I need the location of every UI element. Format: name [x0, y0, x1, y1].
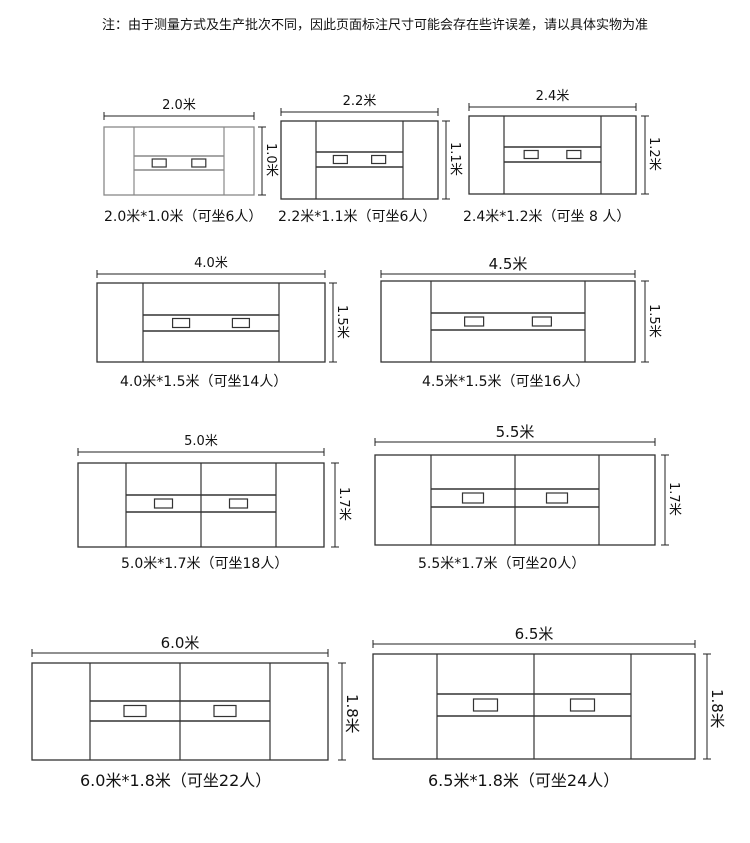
depth-label: 1.5米: [646, 303, 661, 338]
disclaimer-note: 注：由于测量方式及生产批次不同，因此页面标注尺寸可能会存在些许误差，请以具体实物…: [101, 18, 648, 33]
width-label: 4.5米: [488, 255, 528, 273]
power-outlet: [151, 158, 167, 168]
table-caption: 2.4米*1.2米（可坐 8 人）: [463, 209, 631, 225]
power-outlet: [461, 492, 485, 504]
table-caption: 5.0米*1.7米（可坐18人）: [121, 556, 289, 572]
depth-label: 1.5米: [334, 304, 349, 339]
width-label: 4.0米: [194, 256, 228, 271]
table-caption: 6.5米*1.8米（可坐24人）: [428, 771, 620, 790]
table-outline: [103, 126, 255, 196]
power-outlet: [545, 492, 569, 504]
power-outlet: [523, 149, 539, 160]
width-label: 6.5米: [514, 625, 554, 643]
table-outline: [380, 280, 636, 363]
depth-label: 1.7米: [666, 482, 681, 516]
table-caption: 2.2米*1.1米（可坐6人）: [278, 209, 437, 225]
depth-label: 1.7米: [336, 487, 351, 521]
power-outlet: [566, 149, 582, 160]
power-outlet: [472, 698, 499, 712]
depth-label: 1.0米: [263, 143, 278, 177]
width-label: 2.2米: [342, 94, 377, 109]
power-outlet: [213, 704, 237, 718]
table-caption: 4.5米*1.5米（可坐16人）: [422, 374, 590, 390]
power-outlet: [123, 704, 147, 718]
power-outlet: [464, 316, 485, 327]
width-label: 2.0米: [162, 98, 196, 113]
table-caption: 4.0米*1.5米（可坐14人）: [120, 374, 288, 390]
power-outlet: [569, 698, 596, 712]
table-caption: 6.0米*1.8米（可坐22人）: [80, 771, 272, 790]
power-outlet: [228, 498, 249, 509]
power-outlet: [153, 498, 174, 509]
width-label: 2.4米: [535, 89, 570, 104]
power-outlet: [191, 158, 207, 168]
table-outline: [280, 120, 439, 200]
power-outlet: [371, 154, 387, 165]
depth-label: 1.8米: [343, 693, 361, 733]
power-outlet: [171, 317, 191, 329]
width-label: 6.0米: [160, 634, 200, 652]
table-caption: 5.5米*1.7米（可坐20人）: [418, 556, 586, 572]
power-outlet: [231, 317, 251, 329]
table-caption: 2.0米*1.0米（可坐6人）: [104, 209, 263, 225]
table-outline: [468, 115, 637, 195]
power-outlet: [531, 316, 552, 327]
width-label: 5.5米: [495, 423, 535, 441]
depth-label: 1.8米: [708, 688, 726, 728]
depth-label: 1.1米: [447, 142, 462, 176]
power-outlet: [332, 154, 348, 165]
depth-label: 1.2米: [646, 137, 661, 171]
table-outline: [96, 282, 326, 363]
width-label: 5.0米: [184, 434, 218, 449]
